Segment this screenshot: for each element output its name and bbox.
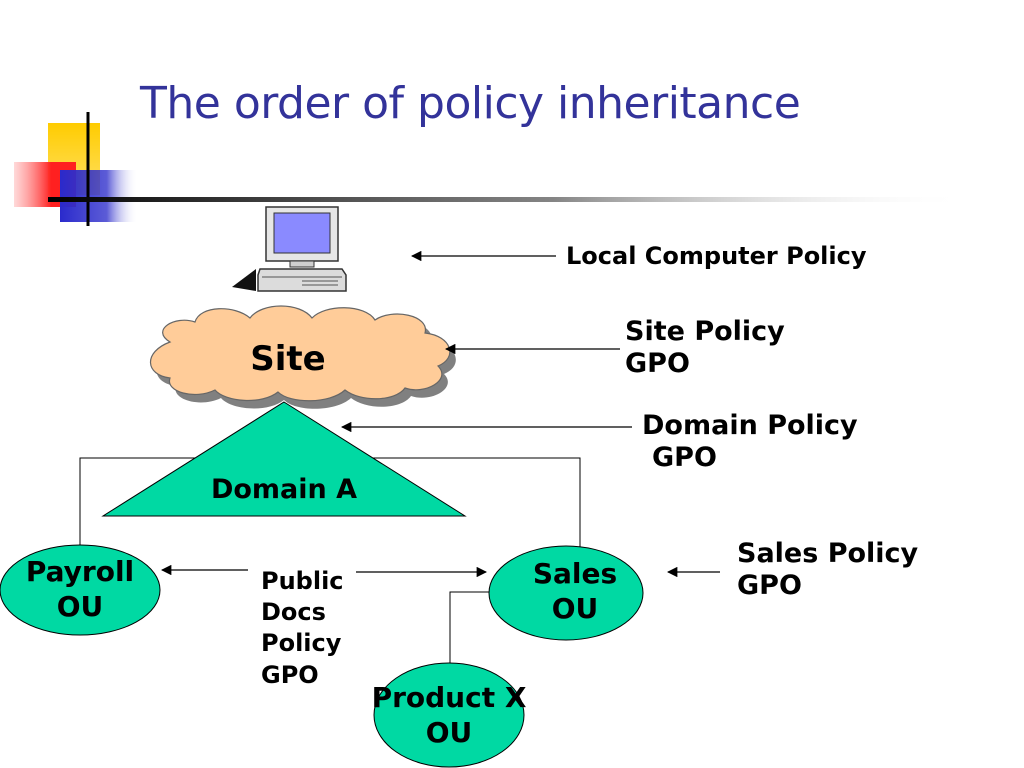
domain-policy-label: Domain Policy GPO	[642, 410, 858, 475]
policy-arrows	[160, 250, 720, 578]
payroll-ou-ellipse	[0, 544, 161, 636]
sales-label-line1: Sales	[532, 557, 618, 590]
domain-a-label: Domain A	[210, 474, 358, 505]
site-policy-line2: GPO	[625, 348, 690, 380]
local-computer-policy-label: Local Computer Policy	[566, 242, 867, 270]
desktop-computer-icon	[232, 206, 347, 292]
domain-triangle	[101, 401, 467, 517]
public-docs-line3: Policy	[261, 629, 342, 658]
domain-policy-line2: GPO	[652, 442, 717, 474]
product-x-ou-label: Product X OU	[364, 680, 534, 750]
public-docs-policy-label: Public Docs Policy GPO	[261, 566, 344, 691]
public-docs-line2: Docs	[261, 598, 326, 627]
sales-policy-label: Sales Policy GPO	[737, 538, 918, 603]
product-label-line1: Product X	[371, 681, 527, 714]
payroll-ou-label: Payroll OU	[10, 554, 150, 624]
public-docs-line4: GPO	[261, 660, 319, 689]
public-docs-line1: Public	[261, 567, 344, 595]
site-label: Site	[250, 339, 326, 379]
sales-policy-line1: Sales Policy	[737, 538, 919, 569]
site-cloud	[150, 305, 456, 409]
sales-ou-label: Sales OU	[505, 556, 645, 626]
sales-ou-ellipse	[488, 545, 644, 641]
blue-block	[60, 170, 138, 222]
payroll-label-line1: Payroll	[25, 555, 135, 588]
product-label-line2: OU	[425, 716, 473, 749]
sales-label-line2: OU	[551, 592, 599, 625]
domain-policy-line1: Domain Policy	[642, 410, 858, 441]
site-policy-line1: Site Policy	[625, 316, 785, 347]
site-policy-label: Site Policy GPO	[625, 316, 785, 381]
sales-policy-line2: GPO	[737, 570, 802, 602]
slide-title: The order of policy inheritance	[140, 78, 801, 129]
product-x-ou-ellipse	[373, 662, 525, 768]
title-rule	[48, 197, 968, 202]
payroll-label-line2: OU	[56, 590, 104, 623]
decorative-corner-graphic	[14, 112, 968, 226]
